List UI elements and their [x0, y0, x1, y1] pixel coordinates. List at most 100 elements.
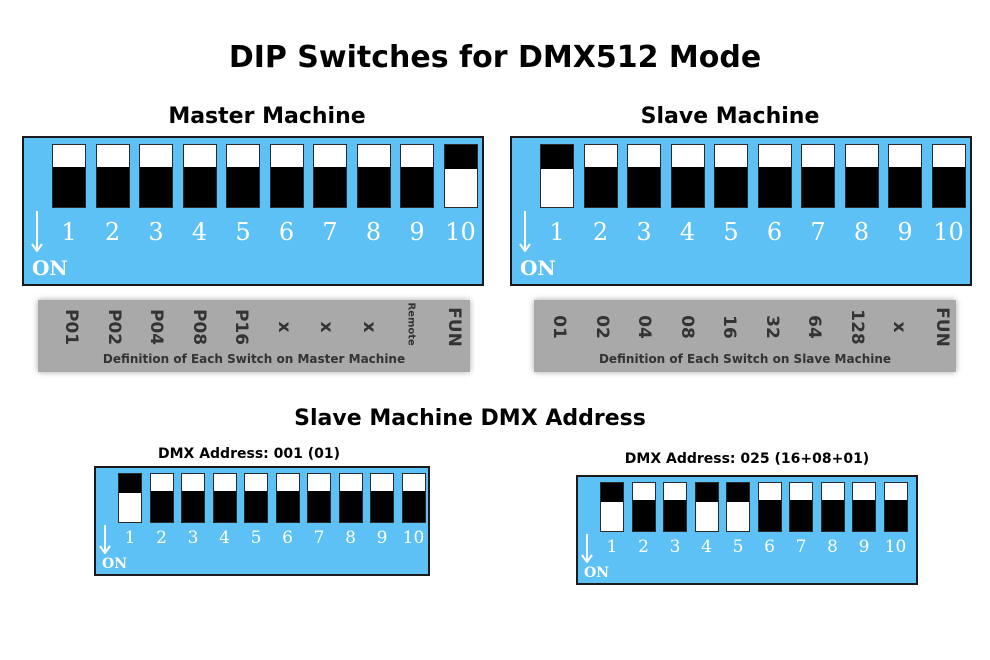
switch-definition: x	[889, 321, 909, 333]
switch-knob	[182, 491, 204, 522]
switch-knob	[601, 483, 623, 502]
switch-number: 9	[376, 528, 388, 548]
dmx-section-heading: Slave Machine DMX Address	[294, 406, 646, 431]
switch-number: 2	[156, 528, 167, 548]
switch-number: 9	[409, 218, 425, 246]
dip-switch	[181, 473, 205, 523]
dip-switch	[600, 482, 624, 532]
switch-definition: 08	[676, 315, 697, 339]
switch-number: 1	[549, 218, 565, 246]
on-label: ON	[584, 565, 609, 581]
dip-switch	[182, 144, 217, 208]
dip-switch	[714, 144, 748, 208]
switch-definition: x	[273, 321, 294, 333]
switch-knob	[790, 500, 812, 531]
dip-switch	[338, 473, 363, 523]
switch-knob	[183, 167, 216, 207]
switch-number: 7	[795, 537, 807, 557]
slave-heading: Slave Machine	[640, 104, 820, 129]
switch-number: 1	[124, 528, 136, 548]
switch-number: 4	[191, 218, 208, 246]
dip-switch	[149, 473, 174, 523]
switch-number: 4	[679, 218, 696, 246]
switch-number: 8	[827, 537, 838, 557]
switch-knob	[402, 491, 425, 522]
dip-switch	[789, 482, 813, 532]
switch-knob	[227, 167, 259, 207]
switch-knob	[884, 500, 907, 531]
switch-knob	[270, 167, 303, 207]
switch-number: 5	[723, 218, 739, 246]
arrow-down-icon	[581, 534, 593, 563]
dip-switch	[757, 482, 782, 532]
switch-number: 9	[897, 218, 913, 246]
switch-definition: 01	[549, 315, 569, 339]
switch-number: 8	[345, 528, 356, 548]
switch-number: 10	[933, 218, 964, 246]
dip-switch	[95, 144, 130, 208]
switch-knob	[715, 167, 747, 207]
switch-knob	[276, 491, 299, 522]
switch-number: 5	[235, 218, 251, 246]
switch-knob	[802, 167, 834, 207]
switch-definition: 64	[804, 315, 824, 339]
switch-knob	[308, 491, 330, 522]
switch-number: 6	[764, 537, 775, 557]
switch-knob	[357, 167, 390, 207]
dip-switch	[583, 144, 618, 208]
switch-knob	[845, 167, 878, 207]
dip-switch	[627, 144, 661, 208]
switch-definition: 04	[634, 315, 654, 339]
dip-switch	[801, 144, 835, 208]
page-title: DIP Switches for DMX512 Mode	[228, 40, 762, 75]
dip-switch	[226, 144, 260, 208]
on-label: ON	[520, 256, 556, 280]
switch-definition: FUN	[443, 307, 464, 347]
switch-number: 1	[606, 537, 618, 557]
switch-number: 8	[365, 218, 382, 246]
dip-switch	[443, 144, 478, 208]
definition-caption: Definition of Each Switch on Slave Machi…	[598, 352, 892, 366]
switch-number: 10	[445, 218, 476, 246]
switch-definition: 16	[719, 315, 739, 339]
dip-switch	[670, 144, 705, 208]
switch-number: 4	[219, 528, 230, 548]
switch-knob	[140, 167, 172, 207]
switch-number: 7	[322, 218, 338, 246]
switch-number: 3	[148, 218, 164, 246]
switch-number: 9	[858, 537, 870, 557]
switch-definition: 32	[761, 315, 782, 339]
switch-number: 6	[766, 218, 783, 246]
dip-switch	[844, 144, 879, 208]
switch-knob	[664, 500, 686, 531]
switch-knob	[932, 167, 965, 207]
switch-number: 3	[669, 537, 681, 557]
switch-number: 2	[638, 537, 649, 557]
dip-switch	[663, 482, 687, 532]
dmx-example2-label: DMX Address: 025 (16+08+01)	[624, 451, 870, 467]
switch-knob	[150, 491, 173, 522]
dip-switch	[275, 473, 300, 523]
switch-number: 7	[810, 218, 826, 246]
on-label: ON	[102, 556, 127, 572]
switch-knob	[584, 167, 617, 207]
dip-switch	[400, 144, 434, 208]
switch-knob	[339, 491, 362, 522]
on-label: ON	[32, 256, 68, 280]
dmx-example1-label: DMX Address: 001 (01)	[157, 446, 340, 462]
definition-caption: Definition of Each Switch on Master Mach…	[102, 352, 406, 366]
switch-number: 5	[732, 537, 744, 557]
arrow-down-icon	[31, 211, 43, 252]
switch-knob	[401, 167, 433, 207]
switch-knob	[889, 167, 921, 207]
dip-switch	[307, 473, 331, 523]
dip-switch	[118, 473, 142, 523]
switch-knob	[53, 167, 85, 207]
switch-knob	[213, 491, 236, 522]
dip-switch	[820, 482, 845, 532]
switch-knob	[821, 500, 844, 531]
